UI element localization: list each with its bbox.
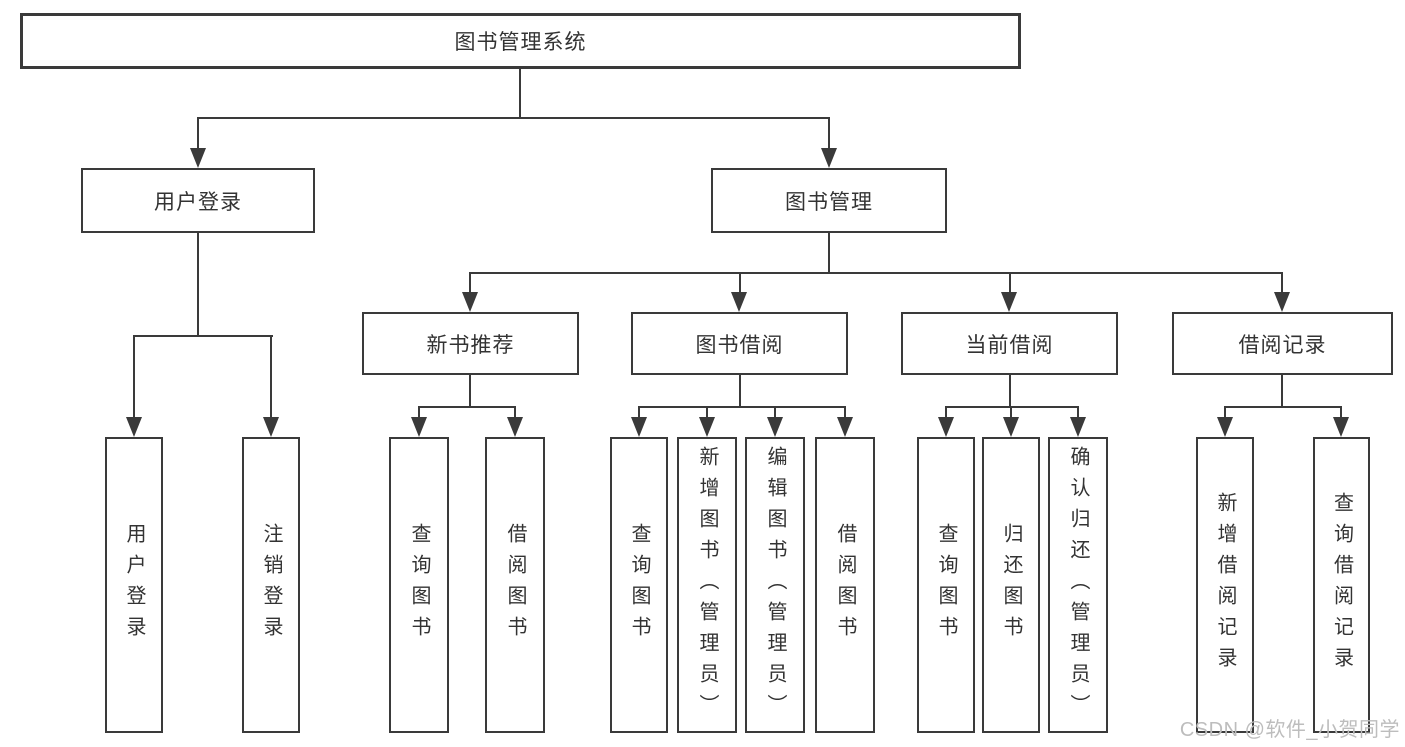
node-user-login-label: 用户登录 [154, 190, 242, 214]
arrowhead-to-user-login [190, 148, 206, 168]
leaf-return-book: 归还图书 [982, 437, 1040, 733]
node-new-book-recommend-label: 新书推荐 [426, 333, 515, 357]
node-book-management: 图书管理 [711, 168, 947, 233]
leaf-query-book-recommend: 查询图书 [389, 437, 449, 733]
leaf-borrow-book-recommend-label: 借阅图书 [504, 523, 526, 647]
connector-recommend-stem-1 [418, 406, 420, 418]
leaf-confirm-return-admin: 确认归还（管理员） [1048, 437, 1108, 733]
arrowhead-to-query-book-recommend [411, 417, 427, 437]
connector-bookmgmt-hline [469, 272, 1283, 274]
connector-borrow-stem-4 [844, 406, 846, 418]
arrowhead-to-borrow-record [1274, 292, 1290, 312]
connector-root-vline [519, 68, 521, 118]
node-book-borrow-label: 图书借阅 [695, 333, 784, 357]
connector-bookmgmt-stem-4 [1281, 272, 1283, 293]
leaf-add-borrow-record-label: 新增借阅记录 [1214, 492, 1236, 678]
connector-current-stem-2 [1010, 406, 1012, 418]
arrowhead-to-edit-book-admin [767, 417, 783, 437]
connector-recommend-vline [469, 375, 471, 407]
connector-recommend-stem-2 [514, 406, 516, 418]
leaf-user-login-label: 用户登录 [123, 523, 145, 647]
node-current-borrow-label: 当前借阅 [965, 333, 1054, 357]
connector-borrow-stem-1 [638, 406, 640, 418]
connector-borrow-vline [739, 375, 741, 407]
node-borrow-record-label: 借阅记录 [1238, 333, 1327, 357]
connector-root-hline [197, 117, 830, 119]
connector-borrow-hline [638, 406, 846, 408]
leaf-logout: 注销登录 [242, 437, 300, 733]
arrowhead-to-leaf-logout [263, 417, 279, 437]
connector-recommend-hline [418, 406, 516, 408]
connector-bookmgmt-stem-2 [739, 272, 741, 293]
leaf-borrow-book-recommend: 借阅图书 [485, 437, 545, 733]
node-root-label: 图书管理系统 [454, 31, 587, 54]
connector-userlogin-hline [133, 335, 273, 337]
csdn-watermark: CSDN @软件_小贺同学 [1179, 719, 1400, 741]
arrowhead-to-query-borrow-record [1333, 417, 1349, 437]
node-root-system: 图书管理系统 [20, 13, 1021, 69]
leaf-query-book-recommend-label: 查询图书 [408, 523, 430, 647]
leaf-add-borrow-record: 新增借阅记录 [1196, 437, 1254, 733]
arrowhead-to-new-book-recommend [462, 292, 478, 312]
connector-record-stem-2 [1340, 406, 1342, 418]
leaf-borrow-book-label: 借阅图书 [834, 523, 856, 647]
connector-userlogin-stem-1 [133, 335, 135, 417]
connector-current-hline [945, 406, 1079, 408]
arrowhead-to-add-book-admin [699, 417, 715, 437]
arrowhead-to-query-book-borrow [631, 417, 647, 437]
leaf-query-book-current: 查询图书 [917, 437, 975, 733]
arrowhead-to-confirm-return-admin [1070, 417, 1086, 437]
arrowhead-to-add-borrow-record [1217, 417, 1233, 437]
leaf-query-book-borrow-label: 查询图书 [628, 523, 650, 647]
arrowhead-to-book-management [821, 148, 837, 168]
leaf-borrow-book: 借阅图书 [815, 437, 875, 733]
connector-bookmgmt-stem-1 [469, 272, 471, 293]
connector-userlogin-vline [197, 233, 199, 336]
node-current-borrow: 当前借阅 [901, 312, 1118, 375]
arrowhead-to-borrow-book [837, 417, 853, 437]
connector-record-vline [1281, 375, 1283, 407]
leaf-query-borrow-record: 查询借阅记录 [1313, 437, 1370, 733]
node-user-login: 用户登录 [81, 168, 315, 233]
connector-root-stem-left [197, 117, 199, 149]
node-book-management-label: 图书管理 [785, 190, 873, 214]
leaf-add-book-admin: 新增图书（管理员） [677, 437, 737, 733]
connector-borrow-stem-3 [774, 406, 776, 418]
leaf-user-login: 用户登录 [105, 437, 163, 733]
connector-current-stem-1 [945, 406, 947, 418]
connector-bookmgmt-vline [828, 233, 830, 274]
connector-current-stem-3 [1077, 406, 1079, 418]
connector-root-stem-right [828, 117, 830, 149]
arrowhead-to-current-borrow [1001, 292, 1017, 312]
connector-record-hline [1224, 406, 1342, 408]
leaf-query-borrow-record-label: 查询借阅记录 [1330, 492, 1353, 678]
leaf-return-book-label: 归还图书 [1000, 523, 1022, 647]
leaf-logout-label: 注销登录 [260, 523, 282, 647]
leaf-edit-book-admin: 编辑图书（管理员） [745, 437, 805, 733]
leaf-confirm-return-admin-label: 确认归还（管理员） [1067, 445, 1089, 725]
connector-record-stem-1 [1224, 406, 1226, 418]
leaf-edit-book-admin-label: 编辑图书（管理员） [764, 445, 786, 725]
connector-current-vline [1009, 375, 1011, 407]
arrowhead-to-return-book [1003, 417, 1019, 437]
connector-bookmgmt-stem-3 [1009, 272, 1011, 293]
arrowhead-to-query-book-current [938, 417, 954, 437]
node-borrow-record: 借阅记录 [1172, 312, 1393, 375]
node-book-borrow: 图书借阅 [631, 312, 848, 375]
arrowhead-to-borrow-book-recommend [507, 417, 523, 437]
leaf-query-book-borrow: 查询图书 [610, 437, 668, 733]
arrowhead-to-book-borrow [731, 292, 747, 312]
node-new-book-recommend: 新书推荐 [362, 312, 579, 375]
leaf-add-book-admin-label: 新增图书（管理员） [696, 445, 718, 725]
connector-userlogin-stem-2 [270, 335, 272, 417]
arrowhead-to-leaf-user-login [126, 417, 142, 437]
leaf-query-book-current-label: 查询图书 [935, 523, 957, 647]
connector-borrow-stem-2 [706, 406, 708, 418]
